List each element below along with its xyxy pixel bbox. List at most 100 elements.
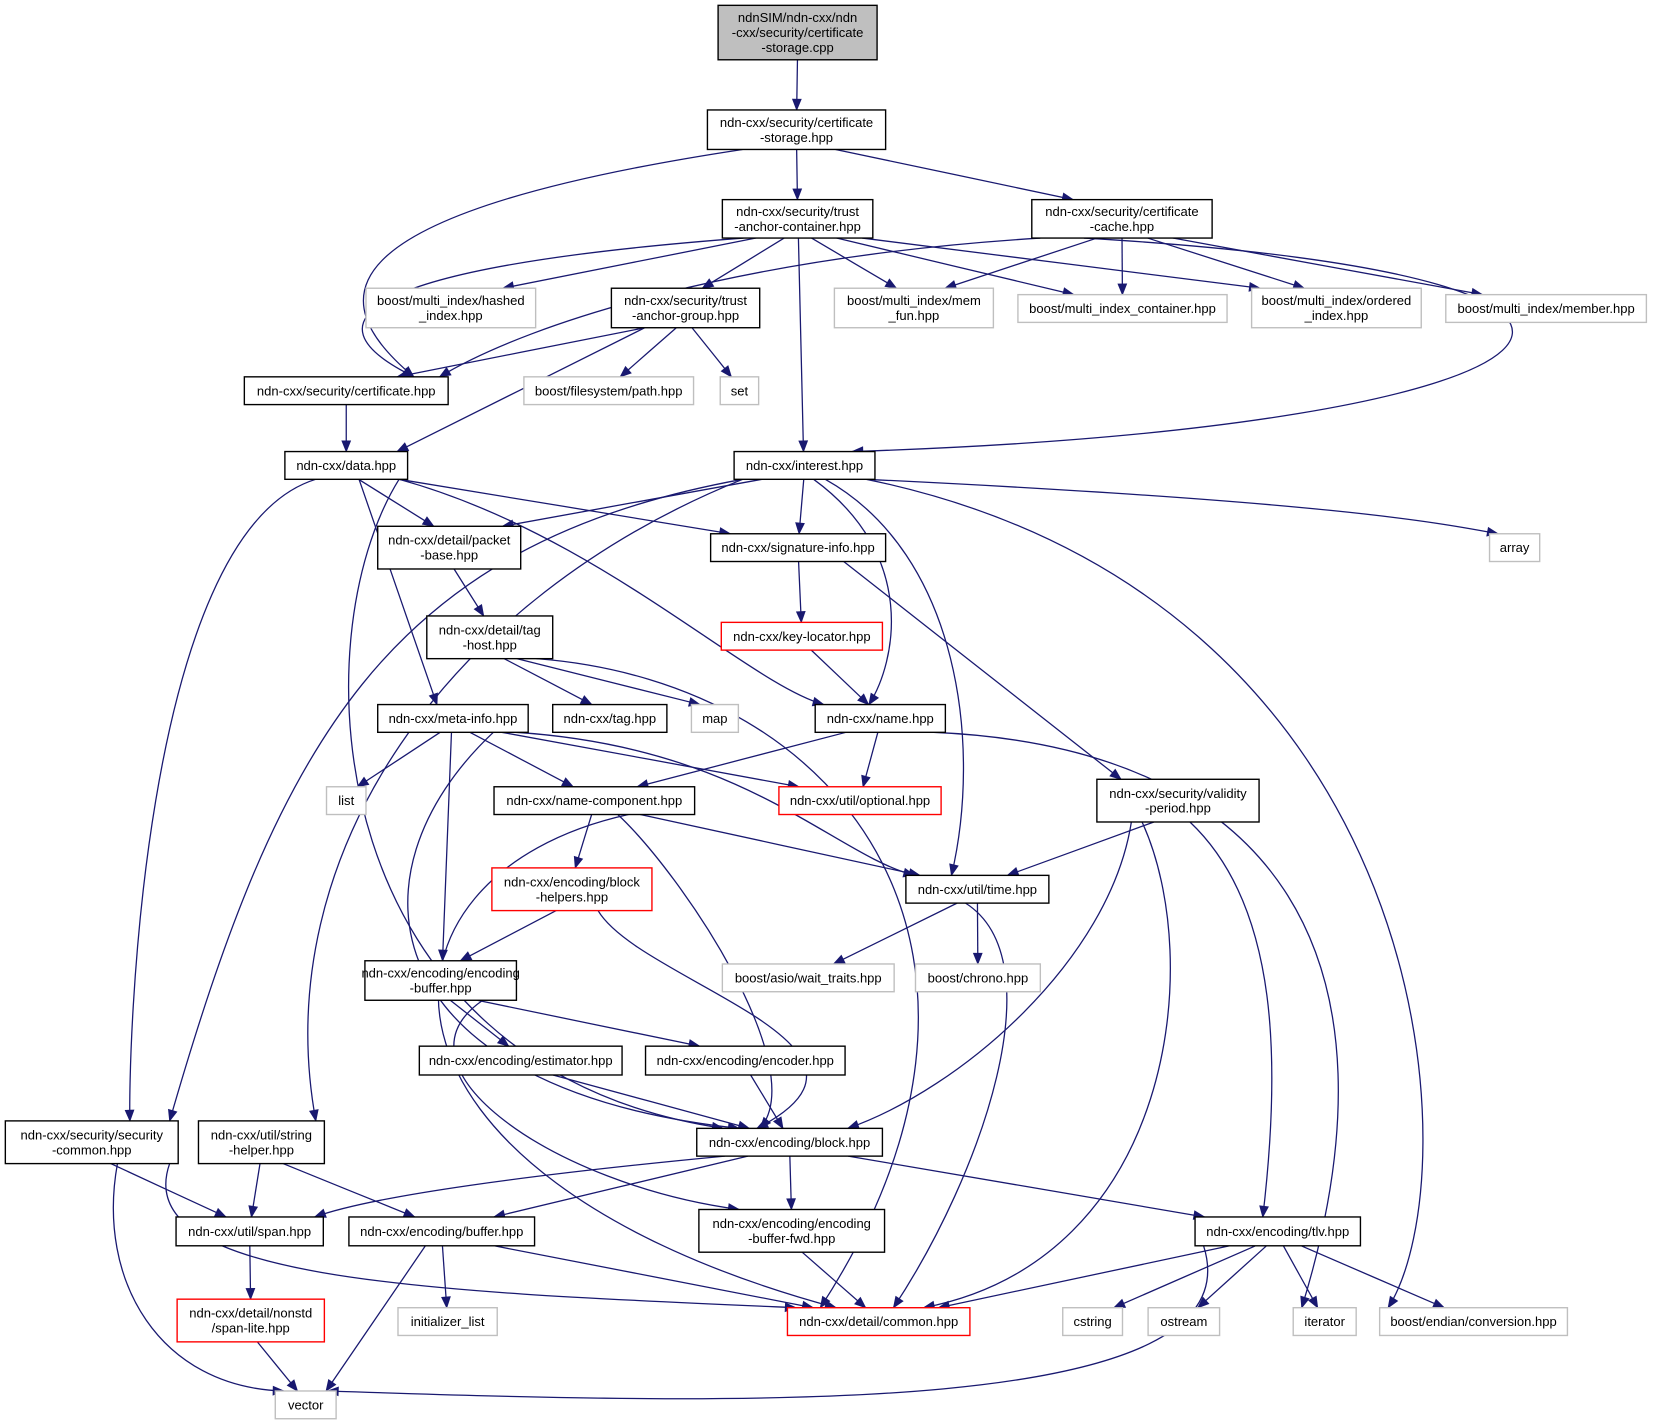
node-block-helpers[interactable]: ndn-cxx/encoding/block-helpers.hpp	[491, 867, 653, 912]
node-packet-base[interactable]: ndn-cxx/detail/packet-base.hpp	[377, 525, 522, 570]
node-box	[690, 703, 740, 734]
node-trust-anchor-group[interactable]: ndn-cxx/security/trust-anchor-group.hpp	[610, 287, 761, 329]
edge-root-to-cert-storage-hpp	[791, 59, 802, 112]
node-tag[interactable]: ndn-cxx/tag.hpp	[552, 703, 668, 734]
edge-time-to-wait-traits	[832, 902, 958, 965]
node-interest[interactable]: ndn-cxx/interest.hpp	[733, 450, 876, 481]
edge-interest-to-signature-info	[795, 479, 805, 535]
edge-cert-storage-hpp-to-certificate	[362, 148, 743, 378]
node-certificate[interactable]: ndn-cxx/security/certificate.hpp	[243, 376, 449, 406]
edge-name-component-to-time	[640, 813, 922, 878]
node-mi-hashed-index: boost/multi_index/hashed_index.hpp	[365, 287, 537, 329]
node-tlv[interactable]: ndn-cxx/encoding/tlv.hpp	[1194, 1216, 1362, 1247]
edge-block-to-tlv	[848, 1155, 1206, 1220]
node-label: ndn-cxx/encoding/encoding	[361, 966, 519, 981]
arrowhead-icon	[786, 1198, 796, 1211]
node-box	[1488, 533, 1541, 563]
node-key-locator[interactable]: ndn-cxx/key-locator.hpp	[720, 621, 884, 651]
node-root[interactable]: ndnSIM/ndn-cxx/ndn-cxx/security/certific…	[717, 4, 878, 61]
node-block[interactable]: ndn-cxx/encoding/block.hpp	[696, 1127, 884, 1157]
node-signature-info[interactable]: ndn-cxx/signature-info.hpp	[709, 533, 887, 563]
node-label: iterator	[1304, 1314, 1345, 1329]
edge-line	[843, 561, 1122, 780]
edges-layer	[110, 59, 1513, 1400]
node-label: ndn-cxx/util/string	[211, 1127, 312, 1142]
node-box	[491, 867, 653, 912]
node-security-common[interactable]: ndn-cxx/security/security-common.hpp	[4, 1120, 179, 1165]
node-trust-anchor-container[interactable]: ndn-cxx/security/trust-anchor-container.…	[721, 198, 874, 239]
edge-estimator-to-block	[552, 1074, 751, 1131]
node-common[interactable]: ndn-cxx/detail/common.hpp	[786, 1307, 971, 1337]
arrowhead-icon	[124, 1109, 135, 1123]
arrowhead-icon	[846, 1120, 860, 1130]
node-label: ndn-cxx/key-locator.hpp	[733, 629, 870, 644]
edge-signature-info-to-key-locator	[795, 561, 806, 624]
node-meta-info[interactable]: ndn-cxx/meta-info.hpp	[377, 703, 529, 734]
node-data[interactable]: ndn-cxx/data.hpp	[284, 450, 409, 481]
arrowhead-icon	[341, 440, 352, 453]
node-box	[814, 703, 947, 734]
node-label: ndn-cxx/name-component.hpp	[506, 793, 682, 808]
node-encoding-buffer[interactable]: ndn-cxx/encoding/encoding-buffer.hpp	[361, 960, 520, 1001]
node-tag-host[interactable]: ndn-cxx/detail/tag-host.hpp	[426, 615, 554, 660]
node-box	[325, 786, 367, 816]
edge-line	[502, 237, 757, 289]
node-box	[1062, 1307, 1124, 1337]
node-optional[interactable]: ndn-cxx/util/optional.hpp	[778, 786, 942, 816]
edge-span-to-span-lite	[245, 1245, 256, 1301]
node-name[interactable]: ndn-cxx/name.hpp	[814, 703, 947, 734]
edge-line	[847, 821, 1133, 1129]
edge-name-to-iterator	[933, 731, 1339, 1309]
arrowhead-icon	[441, 1296, 451, 1309]
edge-meta-info-to-name-component	[469, 731, 575, 788]
edge-tag-host-to-tag	[503, 658, 593, 706]
node-label: boost/multi_index/hashed	[377, 293, 525, 308]
node-estimator[interactable]: ndn-cxx/encoding/estimator.hpp	[418, 1045, 623, 1076]
arrowhead-icon	[972, 952, 983, 966]
node-label: ndnSIM/ndn-cxx/ndn	[738, 10, 857, 25]
edge-line	[314, 1155, 725, 1218]
node-chrono: boost/chrono.hpp	[914, 963, 1042, 993]
node-label: boost/multi_index_container.hpp	[1029, 301, 1216, 316]
node-name-component[interactable]: ndn-cxx/name-component.hpp	[493, 786, 696, 816]
node-box	[719, 376, 760, 406]
node-label: ndn-cxx/security/certificate.hpp	[257, 383, 436, 398]
edge-line	[362, 148, 743, 378]
node-box	[833, 287, 995, 329]
node-box	[426, 615, 554, 660]
node-cert-cache[interactable]: ndn-cxx/security/certificate-cache.hpp	[1031, 198, 1213, 239]
edge-line	[811, 237, 897, 289]
node-span-lite[interactable]: ndn-cxx/detail/nonstd/span-lite.hpp	[176, 1298, 326, 1343]
node-label: boost/endian/conversion.hpp	[1390, 1314, 1556, 1329]
node-string-helper[interactable]: ndn-cxx/util/string-helper.hpp	[197, 1120, 326, 1165]
node-label: ndn-cxx/meta-info.hpp	[389, 711, 518, 726]
node-label: set	[731, 383, 749, 398]
node-label: -host.hpp	[463, 637, 517, 652]
node-box	[786, 1307, 971, 1337]
node-encoder[interactable]: ndn-cxx/encoding/encoder.hpp	[644, 1045, 846, 1076]
node-cstring: cstring	[1062, 1307, 1124, 1337]
node-validity-period[interactable]: ndn-cxx/security/validity-period.hpp	[1096, 778, 1260, 823]
nodes-layer: ndnSIM/ndn-cxx/ndn-cxx/security/certific…	[4, 4, 1648, 1420]
edge-line	[637, 731, 847, 788]
edge-line	[441, 732, 453, 961]
edge-string-helper-to-buffer	[282, 1162, 416, 1218]
node-mi-mem-fun: boost/multi_index/mem_fun.hpp	[833, 287, 995, 329]
node-time[interactable]: ndn-cxx/util/time.hpp	[905, 874, 1050, 904]
node-label: ndn-cxx/data.hpp	[296, 458, 396, 473]
edge-block-helpers-to-block	[597, 910, 808, 1129]
node-box	[644, 1045, 846, 1076]
node-buffer[interactable]: ndn-cxx/encoding/buffer.hpp	[348, 1216, 536, 1247]
node-encoding-buffer-fwd[interactable]: ndn-cxx/encoding/encoding-buffer-fwd.hpp	[698, 1208, 886, 1253]
node-box	[1194, 1216, 1362, 1247]
arrowhead-icon	[892, 1295, 904, 1309]
node-cert-storage-hpp[interactable]: ndn-cxx/security/certificate-storage.hpp	[706, 109, 887, 151]
node-box	[418, 1045, 623, 1076]
edge-line	[358, 479, 438, 705]
node-label: -buffer-fwd.hpp	[748, 1231, 835, 1246]
edge-line	[503, 658, 593, 706]
edge-line	[169, 478, 743, 1122]
node-span[interactable]: ndn-cxx/util/span.hpp	[175, 1216, 324, 1247]
arrowhead-icon	[1307, 1295, 1319, 1309]
node-box	[717, 4, 878, 61]
